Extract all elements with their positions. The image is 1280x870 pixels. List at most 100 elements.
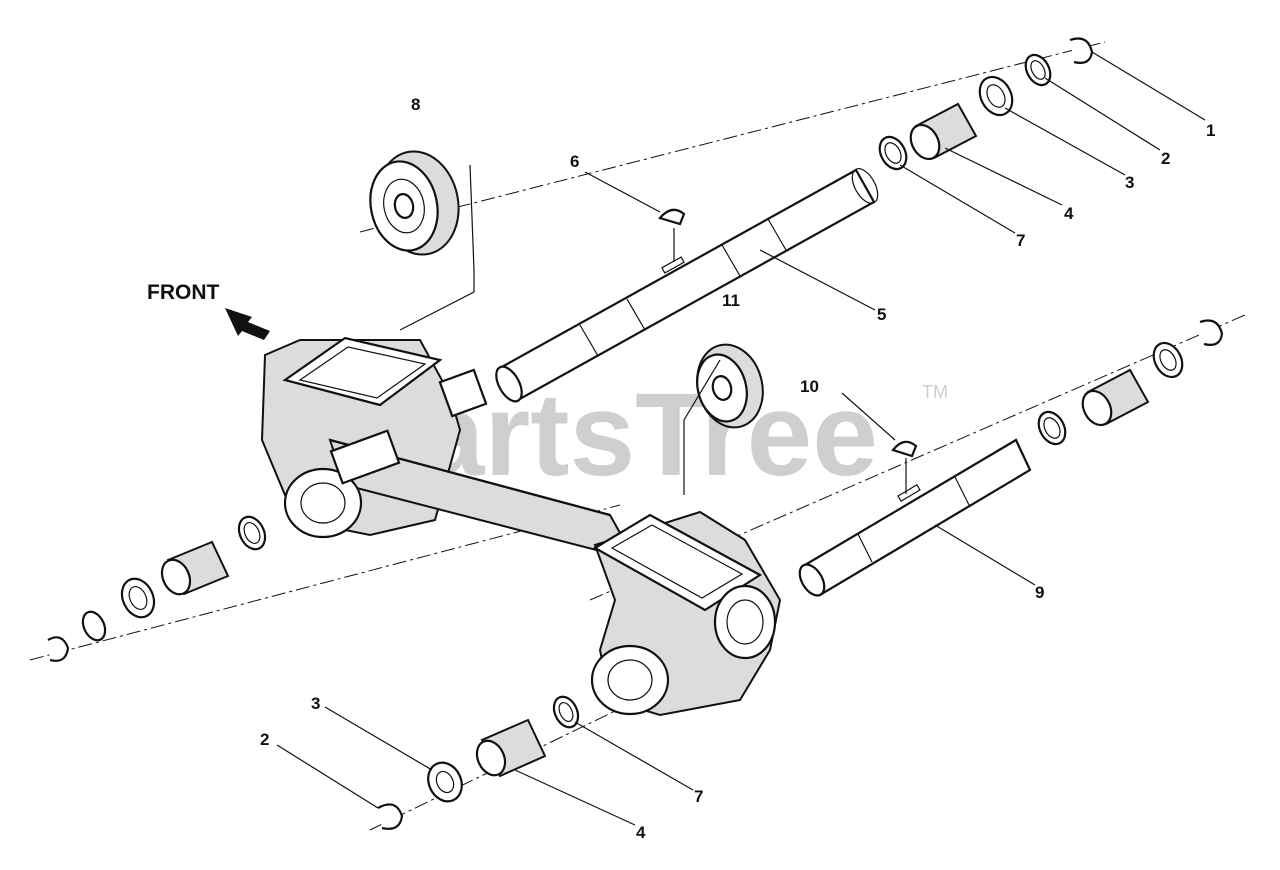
housing-left-boss [283,467,363,539]
pulley-gear-leader [399,164,475,331]
upper-shaft-axis [359,41,1106,233]
upper-shaft-keyway [661,256,685,274]
upper-shaft-groove [579,324,599,357]
callout-2-lower: 2 [260,730,269,749]
leader-1 [1091,51,1206,121]
leader-9 [934,524,1036,586]
callout-3-lower: 3 [311,694,320,713]
callout-8: 8 [411,95,420,114]
callout-9: 9 [1035,583,1044,602]
leader-3-upper [1004,107,1126,176]
clip-1-upper [1069,37,1094,64]
housing-right-opening [610,524,744,599]
leader-7-lower [574,721,694,791]
housing-mount-tab [329,429,401,485]
leader-2-upper [1044,77,1161,151]
part-11-gear [683,343,764,495]
washer-7-bottom [552,695,580,729]
housing-right-side-bore-inner [726,599,764,645]
washer-7-upper [878,135,908,171]
upper-shaft-groove [767,218,787,251]
part-5-upper-shaft [495,168,879,403]
lower-right-hardware [1037,319,1224,446]
leader-7-upper [899,164,1016,234]
ring-lower-left [81,610,107,642]
washer-7-bottom-hole [558,701,574,723]
leader-10 [841,392,896,441]
front-indicator: FRONT [147,281,270,340]
bottom-hardware [377,695,580,830]
washer-7-upper-hole [884,142,902,164]
upper-shaft-end [495,365,523,403]
washer-3-bottom-hole [435,770,455,794]
part-9-lower-shaft [798,438,1032,597]
callout-7-lower: 7 [694,787,703,806]
clip-2-bottom [377,803,404,830]
housing-left-opening [298,346,427,399]
callout-7-upper: 7 [1016,231,1025,250]
arrow-left-down-icon [225,308,270,340]
part-8-pulley-gear [369,150,475,331]
bottom-axis [369,659,721,831]
leader-2-lower [276,744,379,809]
housing-right-bore [607,659,653,701]
part-10-key [891,440,918,494]
washer-3-upper-hole [986,84,1006,108]
clip-lower-left [47,636,70,662]
lower-shaft-end [798,563,826,597]
washer-7-lower-right-hole [1043,417,1061,439]
gear-bore [711,375,733,401]
lower-shaft-keyway [897,483,921,503]
leader-5 [759,249,876,311]
callout-4-upper: 4 [1064,204,1074,223]
front-label: FRONT [147,281,219,304]
bushing-4-upper-face [909,123,941,161]
housing-right-top-plate [592,513,763,612]
callout-10: 10 [800,377,819,396]
key-upper [658,208,686,226]
upper-shaft-body [498,168,876,402]
washer-3-lower-left-hole [128,586,148,610]
leader-4-upper [944,147,1063,206]
callout-1: 1 [1206,121,1215,140]
washer-lower-right [1152,341,1184,379]
clip-lower-right [1199,319,1224,346]
upper-shaft-groove [626,298,646,331]
washer-7-lower-right [1037,410,1067,446]
washer-lower-right-hole [1159,349,1177,371]
watermark-trademark: TM [922,382,948,402]
part-6-key [658,208,686,262]
washer-lower-left [237,515,267,551]
pulley-gear-hub [383,178,425,234]
leader-6 [584,171,661,213]
callout-6: 6 [570,152,579,171]
upper-shaft-groove [721,244,741,277]
washer-3-bottom [427,761,463,803]
callout-3-upper: 3 [1125,173,1134,192]
transmission-housing [260,336,782,717]
callout-2-upper: 2 [1161,149,1170,168]
housing-right-side-bore [713,584,777,660]
gear-leader [683,359,721,495]
leader-4-lower [514,769,636,826]
callout-5: 5 [877,305,886,324]
housing-right-boss [590,644,670,716]
lower-shaft-groove [857,533,873,563]
bushing-lower-left-face [160,558,192,596]
washer-3-upper [978,75,1014,117]
lower-left-hardware [47,515,267,662]
leader-3-lower [324,706,433,771]
housing-left-top-plate [282,336,443,407]
pulley-gear-bore [393,193,415,219]
callout-labels: 1 2 3 4 5 6 7 8 9 10 11 2 3 4 7 [260,95,1215,842]
leader-lines [276,51,1206,826]
housing-mount-lug [438,368,488,418]
upper-right-hardware [878,37,1094,171]
washer-3-lower-left [120,577,156,619]
callout-4-lower: 4 [636,823,646,842]
upper-shaft-far-end [851,168,879,204]
housing-left-bore [300,482,346,524]
bushing-lower-right-face [1081,389,1113,427]
key-lower [891,440,918,458]
